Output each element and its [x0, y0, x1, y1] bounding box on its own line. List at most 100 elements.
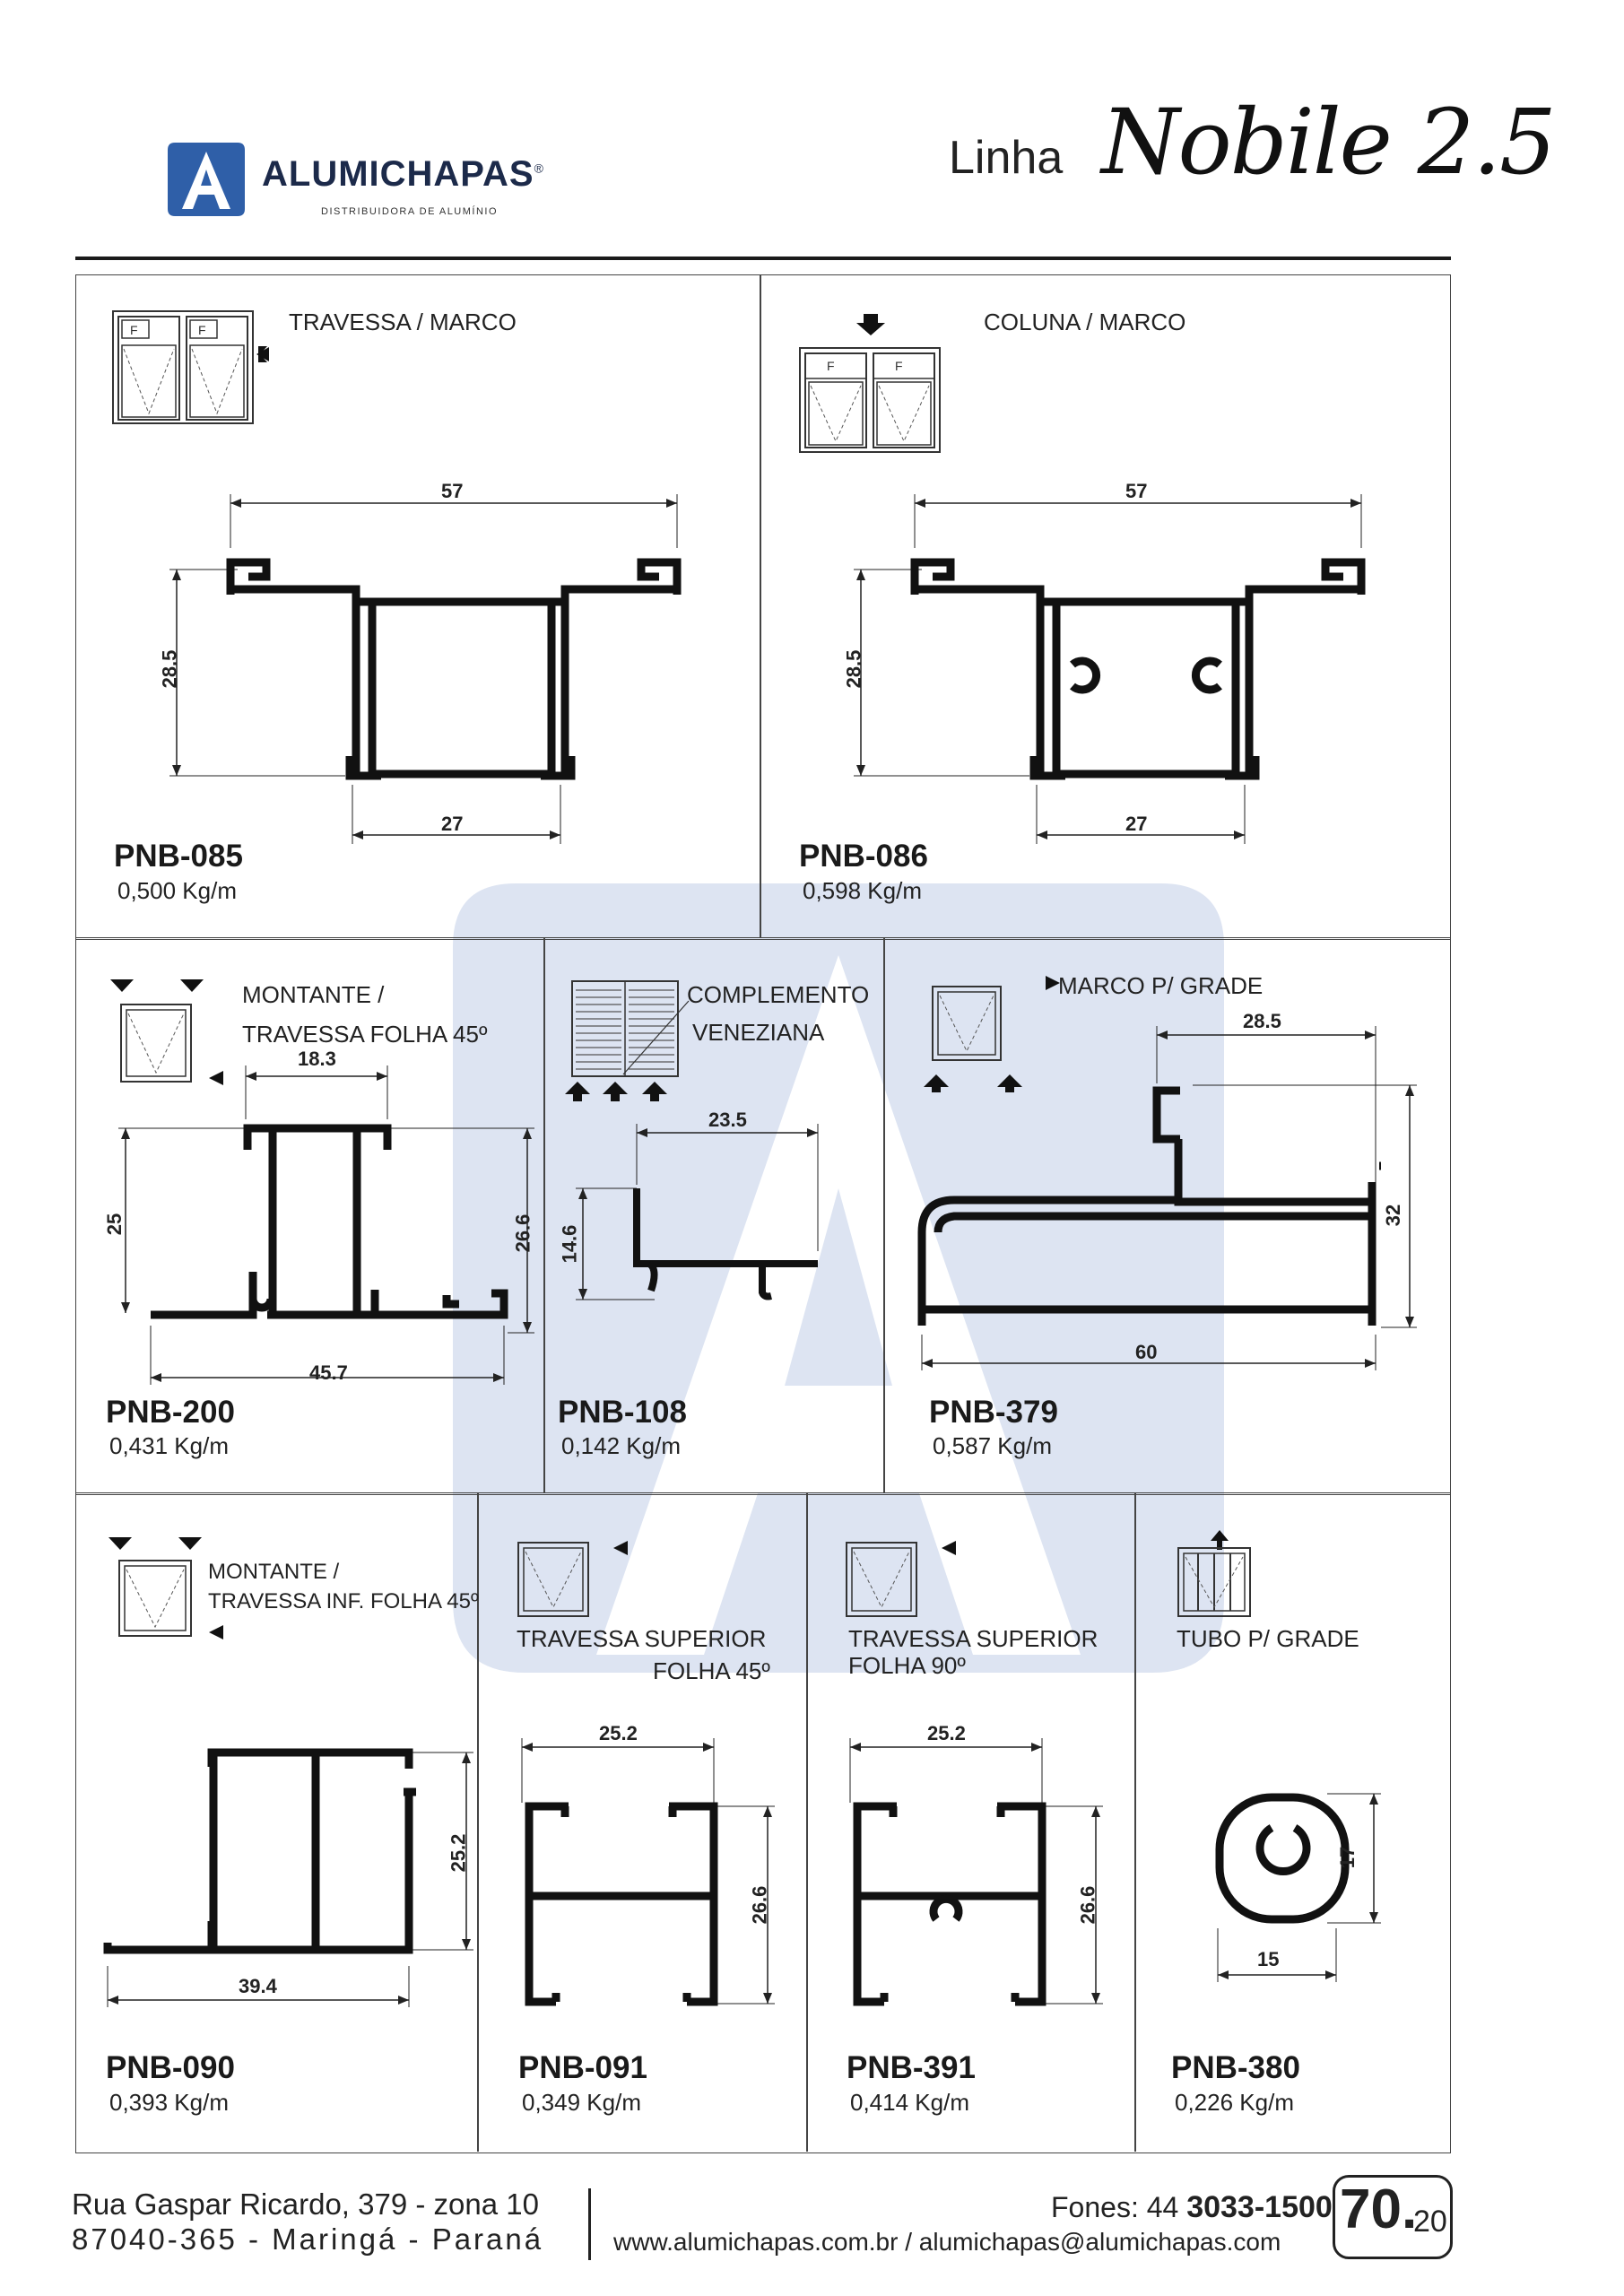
- dimension-width: 28.5: [1243, 1010, 1281, 1032]
- profile-code: PNB-391: [847, 2050, 976, 2085]
- grid-divider: [543, 937, 545, 1493]
- profile-drawing-pnb-380: [1215, 1793, 1381, 1982]
- dimension-base: 27: [441, 813, 464, 835]
- profile-weight: 0,226 Kg/m: [1175, 2089, 1294, 2116]
- profile-title-line-2: FOLHA 45º: [653, 1657, 770, 1684]
- profile-title: TRAVESSA / MARCO: [289, 309, 517, 335]
- profile-weight: 0,500 Kg/m: [117, 877, 237, 904]
- profile-weight: 0,431 Kg/m: [109, 1432, 229, 1459]
- grid-row-2: [75, 937, 1451, 1495]
- grid-divider: [477, 1492, 479, 2152]
- product-line-name: Nobile 2.5: [1101, 90, 1557, 195]
- window-diagram-icon: F F: [112, 310, 269, 424]
- dimension-base: 15: [1257, 1948, 1280, 1970]
- dimension-height: 14.6: [558, 1224, 581, 1264]
- phone-number: 3033-1500: [1186, 2190, 1333, 2224]
- profile-title-line-1: TRAVESSA SUPERIOR: [848, 1625, 1099, 1652]
- footer-divider: [588, 2188, 591, 2260]
- profile-code: PNB-086: [799, 839, 928, 874]
- profile-drawing-pnb-091: [521, 1738, 775, 2006]
- phone-label: Fones: 44: [1051, 2191, 1179, 2223]
- profile-code: PNB-379: [929, 1395, 1058, 1430]
- brand-subtitle: DISTRIBUIDORA DE ALUMÍNIO: [321, 206, 499, 217]
- profile-code: PNB-085: [114, 839, 243, 874]
- page-number-sub: 20: [1413, 2205, 1447, 2239]
- website-email[interactable]: www.alumichapas.com.br / alumichapas@alu…: [613, 2228, 1281, 2256]
- profile-title-line-1: MONTANTE /: [242, 981, 385, 1008]
- grid-divider: [883, 937, 885, 1493]
- dimension-base: 27: [1125, 813, 1148, 835]
- profile-weight: 0,142 Kg/m: [561, 1432, 681, 1459]
- profile-title-line-1: TRAVESSA SUPERIOR: [517, 1625, 767, 1652]
- brand-name: ALUMICHAPAS®: [262, 154, 544, 195]
- dimension-width: 23.5: [708, 1109, 747, 1131]
- grid-divider: [760, 274, 761, 938]
- window-diagram-icon: [924, 976, 1060, 1092]
- profile-drawing-pnb-391: [849, 1738, 1103, 2006]
- grid-divider: [1134, 1492, 1136, 2152]
- dimension-base: 39.4: [239, 1975, 277, 1997]
- svg-text:F: F: [827, 359, 835, 373]
- alumichapas-logo-icon: [168, 143, 245, 216]
- profile-drawing-pnb-086: [854, 494, 1366, 844]
- grid-divider: [806, 1492, 808, 2152]
- dimension-height: 25.2: [447, 1833, 470, 1873]
- profile-code: PNB-091: [518, 2050, 647, 2085]
- profile-title: COLUNA / MARCO: [984, 309, 1186, 335]
- dimension-width: 18.3: [298, 1048, 336, 1070]
- page-number: 70.: [1340, 2179, 1418, 2240]
- grille-window-diagram-icon: [1177, 1530, 1251, 1617]
- registered-mark: ®: [534, 161, 544, 176]
- dimension-height: 28.5: [158, 649, 181, 689]
- profile-drawing-pnb-085: [169, 494, 682, 844]
- profile-weight: 0,393 Kg/m: [109, 2089, 229, 2116]
- profile-drawing-pnb-379: [917, 1026, 1417, 1370]
- profile-weight: 0,349 Kg/m: [522, 2089, 641, 2116]
- dimension-width: 25.2: [599, 1722, 638, 1744]
- window-diagram-icon: [517, 1541, 628, 1617]
- dimension-height-right: 26.6: [511, 1213, 534, 1253]
- window-diagram-icon: F F: [799, 314, 941, 453]
- address-line-1: Rua Gaspar Ricardo, 379 - zona 10: [72, 2187, 539, 2221]
- dimension-width: 25.2: [927, 1722, 966, 1744]
- profile-title-line-2: TRAVESSA INF. FOLHA 45º: [208, 1589, 479, 1613]
- page-number-box: [1333, 2175, 1453, 2259]
- profile-code: PNB-380: [1171, 2050, 1300, 2085]
- watermark-logo: [453, 883, 1224, 1673]
- product-line-label: Linha: [949, 132, 1064, 184]
- address-line-2: 87040-365 - Maringá - Paraná: [72, 2222, 544, 2256]
- profile-drawing-pnb-108: [576, 1124, 819, 1300]
- window-diagram-icon: [110, 979, 223, 1085]
- svg-text:F: F: [198, 323, 206, 337]
- profile-code: PNB-090: [106, 2050, 235, 2085]
- svg-text:F: F: [895, 359, 903, 373]
- profile-weight: 0,587 Kg/m: [933, 1432, 1052, 1459]
- header-divider: [75, 257, 1451, 260]
- grid-row-3: [75, 1492, 1451, 2153]
- dimension-base: 60: [1135, 1341, 1158, 1363]
- dimension-height: 32: [1382, 1204, 1405, 1227]
- profile-drawing-pnb-200: [118, 1065, 534, 1385]
- profile-title-line-1: COMPLEMENTO: [687, 981, 870, 1008]
- profile-code: PNB-108: [558, 1395, 687, 1430]
- grid-row-1: [75, 274, 1451, 940]
- profile-title-line-1: MONTANTE /: [208, 1560, 340, 1584]
- dimension-height: 17: [1336, 1846, 1359, 1869]
- profile-title-line-2: VENEZIANA: [692, 1019, 825, 1046]
- dimension-height: 26.6: [748, 1885, 771, 1925]
- dimension-base: 45.7: [309, 1361, 348, 1384]
- dimension-width: 57: [441, 480, 464, 502]
- profile-title-line-2: TRAVESSA FOLHA 45º: [242, 1021, 488, 1048]
- louver-diagram-icon: [565, 980, 690, 1101]
- profile-title: MARCO P/ GRADE: [1058, 972, 1264, 999]
- svg-text:F: F: [130, 323, 138, 337]
- brand-text: ALUMICHAPAS: [262, 154, 534, 194]
- profile-title: TUBO P/ GRADE: [1177, 1625, 1359, 1652]
- profile-weight: 0,598 Kg/m: [803, 877, 922, 904]
- dimension-height: 28.5: [842, 649, 865, 689]
- dimension-width: 57: [1125, 480, 1148, 502]
- dimension-height-left: 25: [103, 1213, 126, 1236]
- profile-weight: 0,414 Kg/m: [850, 2089, 969, 2116]
- window-diagram-icon: [846, 1541, 956, 1617]
- profile-title-line-2: FOLHA 90º: [848, 1652, 966, 1679]
